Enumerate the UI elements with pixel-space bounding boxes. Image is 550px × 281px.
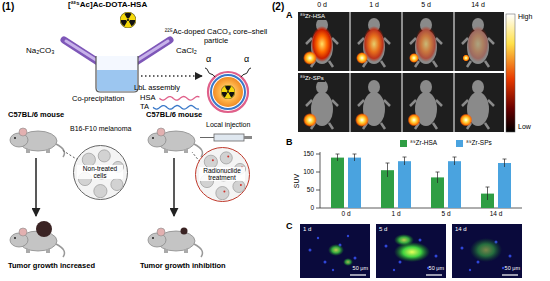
- legend-line: [153, 106, 199, 110]
- colorbar-label: Low: [518, 123, 531, 131]
- radiation-symbol: α: [206, 54, 211, 64]
- row-label: ⁸⁹Zr-SPs: [299, 75, 325, 82]
- outcome-label: Tumor growth increased: [8, 262, 95, 271]
- model-label: C57BL/6 mouse: [8, 111, 64, 120]
- fluorescence-images: [300, 224, 522, 278]
- reagent-label: CaCl₂: [176, 46, 197, 55]
- cell-line-label: B16-F10 melanoma: [70, 125, 131, 133]
- radiation-dot: [211, 159, 213, 161]
- radiation-dot: [223, 190, 225, 192]
- step-label: LbL assembly: [134, 84, 180, 93]
- cell: [93, 184, 106, 197]
- panel-number: (2): [272, 1, 284, 13]
- column-label: 0 d: [317, 1, 327, 9]
- colorbar-label: High: [518, 13, 532, 21]
- cell: [220, 151, 232, 163]
- reagent-label: Na₂CO₃: [26, 46, 55, 55]
- compound-label: [²²⁵Ac]Ac-DOTA-HSA: [68, 0, 147, 9]
- scale-bar-label: 50 μm: [429, 265, 444, 271]
- outcome-label: Tumor growth inhibition: [140, 262, 226, 271]
- model-label: C57BL/6 mouse: [146, 111, 202, 120]
- time-label: 5 d: [379, 226, 387, 233]
- particle-label: ²²⁵Ac-doped CaCO₃ core–shell particle: [163, 28, 269, 45]
- legend-swatch: [456, 140, 463, 147]
- step-label: Local injection: [206, 121, 250, 129]
- mouse-illustrations: [10, 128, 252, 257]
- tick-label: 0: [310, 204, 314, 211]
- legend-text: HSA: [140, 94, 155, 103]
- tick-label: 0 d: [341, 210, 350, 217]
- legend-text: ⁸⁹Zr-HSA: [410, 139, 437, 146]
- cell-circle: Non-treated cells: [73, 145, 128, 200]
- tick-label: 50: [307, 186, 314, 193]
- cell: [232, 180, 244, 192]
- tick-label: 100: [303, 168, 314, 175]
- column-label: 14 d: [471, 1, 485, 9]
- panel-letter: C: [286, 221, 293, 231]
- column-label: 1 d: [369, 1, 379, 9]
- row-label: ⁸⁹Zr-HSA: [299, 13, 326, 20]
- suv-bar-chart: [316, 152, 522, 208]
- panel-letter: A: [286, 10, 293, 20]
- column-label: 5 d: [421, 1, 431, 9]
- radiation-symbol: α: [244, 54, 249, 64]
- panel-letter: B: [286, 137, 293, 147]
- time-label: 14 d: [455, 226, 467, 233]
- radiation-dot: [239, 184, 241, 186]
- node-text: Non-treated cells: [77, 165, 123, 180]
- cell: [110, 178, 122, 190]
- tick-label: 1 d: [391, 210, 400, 217]
- treatment-circle: Radionuclide treatment: [195, 147, 250, 202]
- tick-label: 14 d: [490, 210, 503, 217]
- axis-title: SUV: [293, 174, 301, 188]
- pet-images: [298, 12, 515, 132]
- time-label: 1 d: [303, 226, 311, 233]
- radiation-dot: [227, 155, 229, 157]
- step-label: Co-precipitation: [72, 95, 125, 104]
- tick-label: 5 d: [441, 210, 450, 217]
- legend-text: TA: [140, 103, 149, 112]
- legend-text: ⁸⁹Zr-SPs: [466, 139, 492, 146]
- scale-bar-label: 50 μm: [505, 265, 520, 271]
- cell: [215, 186, 228, 199]
- legend-line: [159, 97, 199, 101]
- tick-label: 150: [303, 150, 314, 157]
- legend-swatch: [400, 140, 407, 147]
- cell: [98, 149, 110, 161]
- panel-number: (1): [2, 1, 14, 13]
- scale-bar-label: 50 μm: [353, 265, 368, 271]
- synthesis-illustration: [64, 12, 251, 112]
- node-text: Radionuclide treatment: [199, 167, 245, 182]
